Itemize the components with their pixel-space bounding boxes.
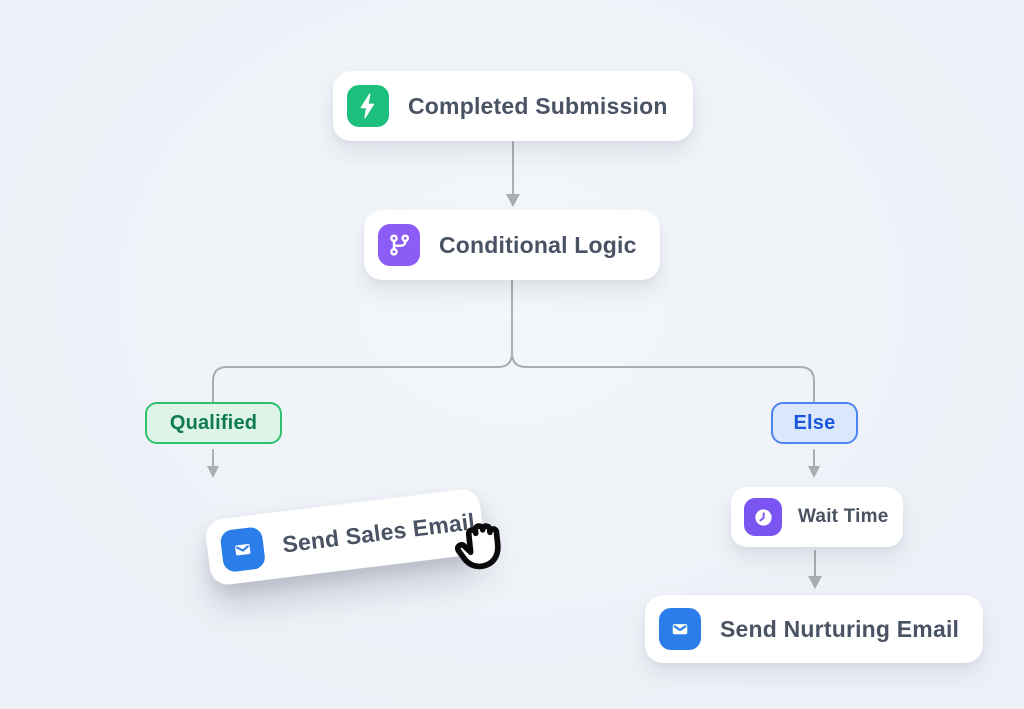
email-icon — [219, 526, 267, 573]
node-completed-submission[interactable]: Completed Submission — [333, 71, 693, 141]
node-label: Completed Submission — [408, 92, 668, 119]
arrowhead-qualified-down — [207, 466, 219, 478]
arrowhead-else-to-wait — [808, 466, 820, 478]
email-icon — [659, 608, 701, 650]
node-label: Send Sales Email — [280, 507, 477, 558]
node-send-nurturing-email[interactable]: Send Nurturing Email — [645, 595, 983, 663]
connector-condition-to-qualified — [212, 280, 513, 403]
node-label: Send Nurturing Email — [720, 615, 960, 642]
branch-label: Qualified — [169, 411, 258, 434]
node-label: Conditional Logic — [439, 231, 637, 258]
arrowhead-wait-to-nurture — [808, 576, 822, 589]
lightning-icon — [347, 85, 389, 127]
node-conditional-logic[interactable]: Conditional Logic — [364, 210, 660, 280]
clock-icon — [744, 498, 782, 536]
arrowhead-trigger-to-condition — [506, 194, 520, 207]
branch-badge-qualified[interactable]: Qualified — [145, 402, 282, 444]
node-label: Wait Time — [798, 506, 889, 527]
branch-label: Else — [793, 411, 836, 434]
connector-condition-to-else — [511, 352, 815, 403]
branch-badge-else[interactable]: Else — [771, 402, 858, 444]
branch-icon — [378, 224, 420, 266]
node-wait-time[interactable]: Wait Time — [731, 487, 903, 547]
node-send-sales-email[interactable]: Send Sales Email — [204, 487, 486, 587]
